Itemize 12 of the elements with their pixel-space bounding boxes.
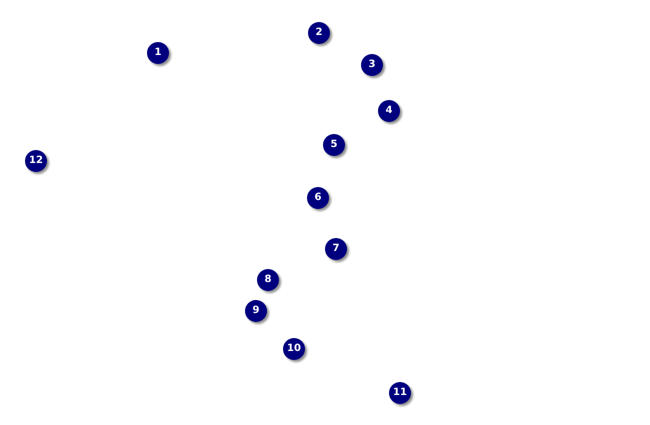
callout-number: 4 bbox=[378, 100, 400, 122]
callout-number: 1 bbox=[147, 42, 169, 64]
callout-number: 12 bbox=[25, 150, 47, 172]
callout-number: 3 bbox=[361, 54, 383, 76]
callout-number: 6 bbox=[307, 187, 329, 209]
callout-number: 2 bbox=[308, 22, 330, 44]
callout-number: 11 bbox=[389, 382, 411, 404]
callout-number: 10 bbox=[283, 338, 305, 360]
callout-number: 9 bbox=[245, 300, 267, 322]
callout-number: 8 bbox=[257, 269, 279, 291]
callout-number: 5 bbox=[323, 134, 345, 156]
callout-number: 7 bbox=[325, 238, 347, 260]
